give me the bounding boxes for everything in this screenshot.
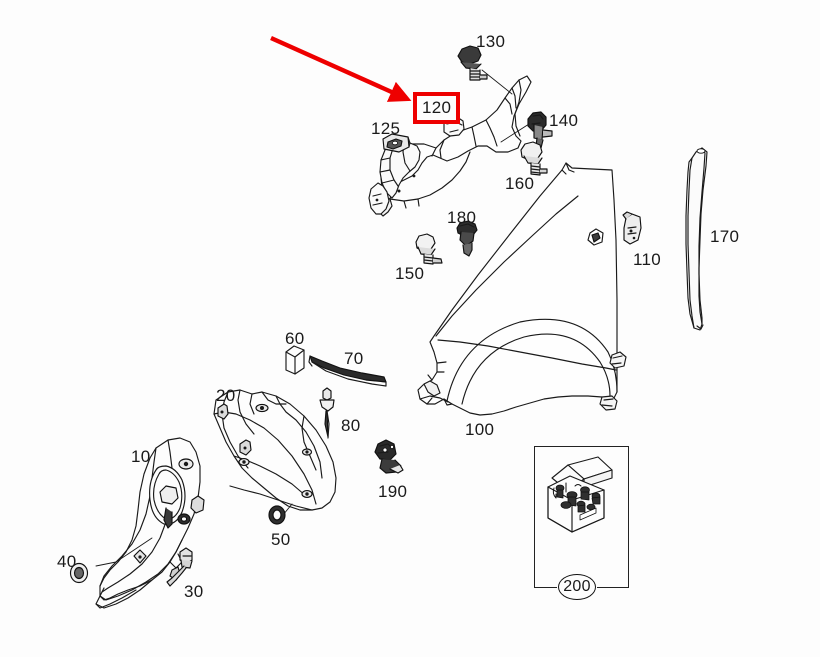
part-110-bracket	[622, 211, 642, 245]
callout-120-highlighted: 120	[413, 92, 461, 124]
part-125-clip-nut	[382, 133, 411, 153]
callout-200: 200	[558, 574, 596, 600]
callout-190: 190	[378, 482, 408, 501]
part-100-front-fender-panel	[417, 162, 627, 416]
callout-10: 10	[131, 447, 151, 466]
kit-box-frame	[534, 446, 629, 588]
callout-70: 70	[344, 349, 364, 368]
part-40-grommet	[69, 562, 89, 584]
part-200-fastener-kit-box	[547, 456, 613, 533]
callout-100: 100	[465, 420, 495, 439]
callout-30: 30	[184, 582, 204, 601]
part-30-tapping-screw	[166, 547, 193, 587]
part-20-wheel-arch-liner-rear	[213, 389, 337, 516]
callout-40: 40	[57, 552, 77, 571]
part-190-retaining-clip	[374, 439, 404, 474]
callout-130: 130	[476, 32, 506, 51]
part-80-expanding-rivet	[319, 387, 335, 439]
callout-80: 80	[341, 416, 361, 435]
part-170-side-trim-molding	[685, 147, 708, 331]
callout-125: 125	[371, 119, 401, 138]
part-50-grommet	[268, 505, 286, 525]
part-70-sealing-strip	[308, 355, 387, 387]
callout-150: 150	[395, 264, 425, 283]
callout-50: 50	[271, 530, 291, 549]
callout-170: 170	[710, 227, 740, 246]
part-60-wedge-block	[285, 345, 305, 375]
part-130-hex-flange-bolt	[457, 45, 513, 95]
callout-60: 60	[285, 329, 305, 348]
callout-20: 20	[216, 386, 236, 405]
part-150-hex-flange-bolt	[415, 233, 443, 265]
part-160-hex-flange-bolt	[520, 141, 548, 176]
callout-140: 140	[549, 111, 579, 130]
callout-180: 180	[447, 208, 477, 227]
callout-160: 160	[505, 174, 535, 193]
part-10-wheel-arch-liner-front	[95, 437, 205, 609]
callout-110: 110	[633, 250, 662, 269]
part-180-plastic-nut	[456, 220, 478, 257]
